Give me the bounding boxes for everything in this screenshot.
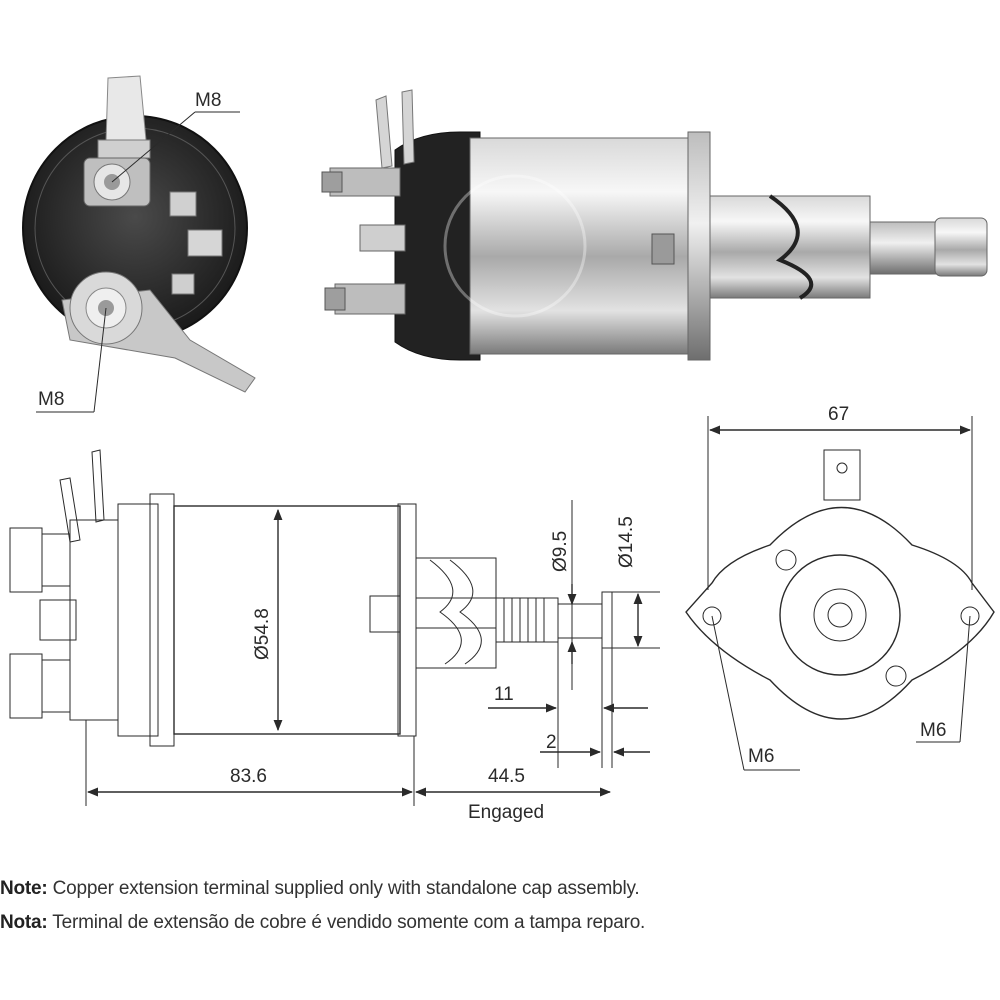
m6-right-leader [959,615,971,743]
len-11-label: 11 [494,684,514,705]
len-44-5-label: 44.5 [488,766,525,787]
note-portuguese-label: Nota: [0,912,48,933]
front-view-drawing [685,449,995,720]
m8-top-label: M8 [195,90,221,111]
m6-left-leader [711,615,745,771]
end-cap-photo [22,75,256,393]
solenoid-technical-drawing: M8 M8 [9,75,995,823]
note-english-label: Note: [0,878,48,899]
note-english: Note: Copper extension terminal supplied… [0,878,640,900]
note-english-text: Copper extension terminal supplied only … [47,878,640,899]
m8-top-leader [111,111,196,183]
engaged-label: Engaged [468,802,544,823]
dia-14-5-label: Ø14.5 [616,516,637,568]
side-view-drawing [9,449,613,747]
dia-54-8-label: Ø54.8 [252,608,273,660]
m6-left-label: M6 [748,746,774,767]
len-2-label: 2 [546,732,557,753]
solenoid-side-photo [321,89,988,361]
width-67-label: 67 [828,404,849,425]
m6-right-label: M6 [920,720,946,741]
dia-9-5-label: Ø9.5 [550,531,571,572]
note-portuguese: Nota: Terminal de extensão de cobre é ve… [0,912,645,934]
note-portuguese-text: Terminal de extensão de cobre é vendido … [47,912,646,933]
m8-bottom-label: M8 [38,389,64,410]
m8-bottom-leader [93,307,107,413]
len-83-6-label: 83.6 [230,766,267,787]
